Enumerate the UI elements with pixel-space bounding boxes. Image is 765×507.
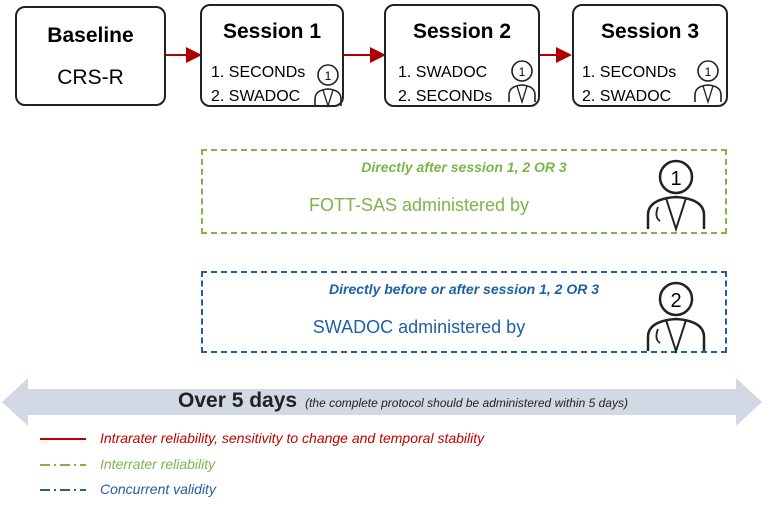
clinician-number: 2 [670, 290, 681, 312]
session3-item-2: 2. SWADOC [582, 88, 672, 105]
timeline-arrow [2, 378, 762, 426]
session2-item-1: 1. SWADOC [398, 64, 488, 81]
concurrent-text: SWADOC administered by [312, 317, 526, 337]
session1-title: Session 1 [222, 20, 322, 43]
session1-item-1: 1. SECONDs [211, 64, 306, 81]
concurrent-box: Directly before or after session 1, 2 OR… [201, 271, 727, 355]
clinician-icon: 1 [694, 60, 722, 105]
clinician-number: 1 [519, 65, 526, 79]
session3-item-1: 1. SECONDs [582, 64, 677, 81]
baseline-subtitle: CRS-R [57, 66, 124, 89]
session1-box: Session 1 1. SECONDs 2. SWADOC 1 [200, 4, 344, 109]
interrater-title: Directly after session 1, 2 OR 3 [361, 159, 567, 175]
clinician-icon: 2 [646, 281, 706, 355]
baseline-box: Baseline CRS-R [15, 6, 166, 106]
clinician-icon: 1 [646, 159, 706, 233]
clinician-number: 1 [670, 168, 681, 190]
clinician-icon: 1 [508, 60, 536, 105]
session1-item-2: 2. SWADOC [211, 88, 301, 105]
clinician-number: 1 [705, 65, 712, 79]
session3-title: Session 3 [600, 20, 700, 43]
legend-interrater-label: Interrater reliability [100, 456, 216, 472]
clinician-number: 1 [325, 69, 332, 83]
timeline-label: Over 5 days (the complete protocol should… [178, 389, 628, 413]
legend-intrarater-label: Intrarater reliability, sensitivity to c… [100, 430, 485, 446]
session2-title: Session 2 [412, 20, 512, 43]
session3-box: Session 3 1. SECONDs 2. SWADOC 1 [572, 4, 728, 107]
timeline-note: (the complete protocol should be adminis… [305, 396, 628, 410]
session2-item-2: 2. SECONDs [398, 88, 493, 105]
concurrent-title: Directly before or after session 1, 2 OR… [329, 281, 599, 297]
interrater-text: FOTT-SAS administered by [308, 195, 530, 215]
baseline-title: Baseline [47, 24, 134, 47]
timeline-main: Over 5 days [178, 389, 298, 412]
interrater-box: Directly after session 1, 2 OR 3 FOTT-SA… [201, 149, 727, 234]
legend-concurrent-label: Concurrent validity [100, 481, 216, 497]
session2-box: Session 2 1. SWADOC 2. SECONDs 1 [384, 4, 540, 107]
clinician-icon: 1 [314, 64, 342, 109]
